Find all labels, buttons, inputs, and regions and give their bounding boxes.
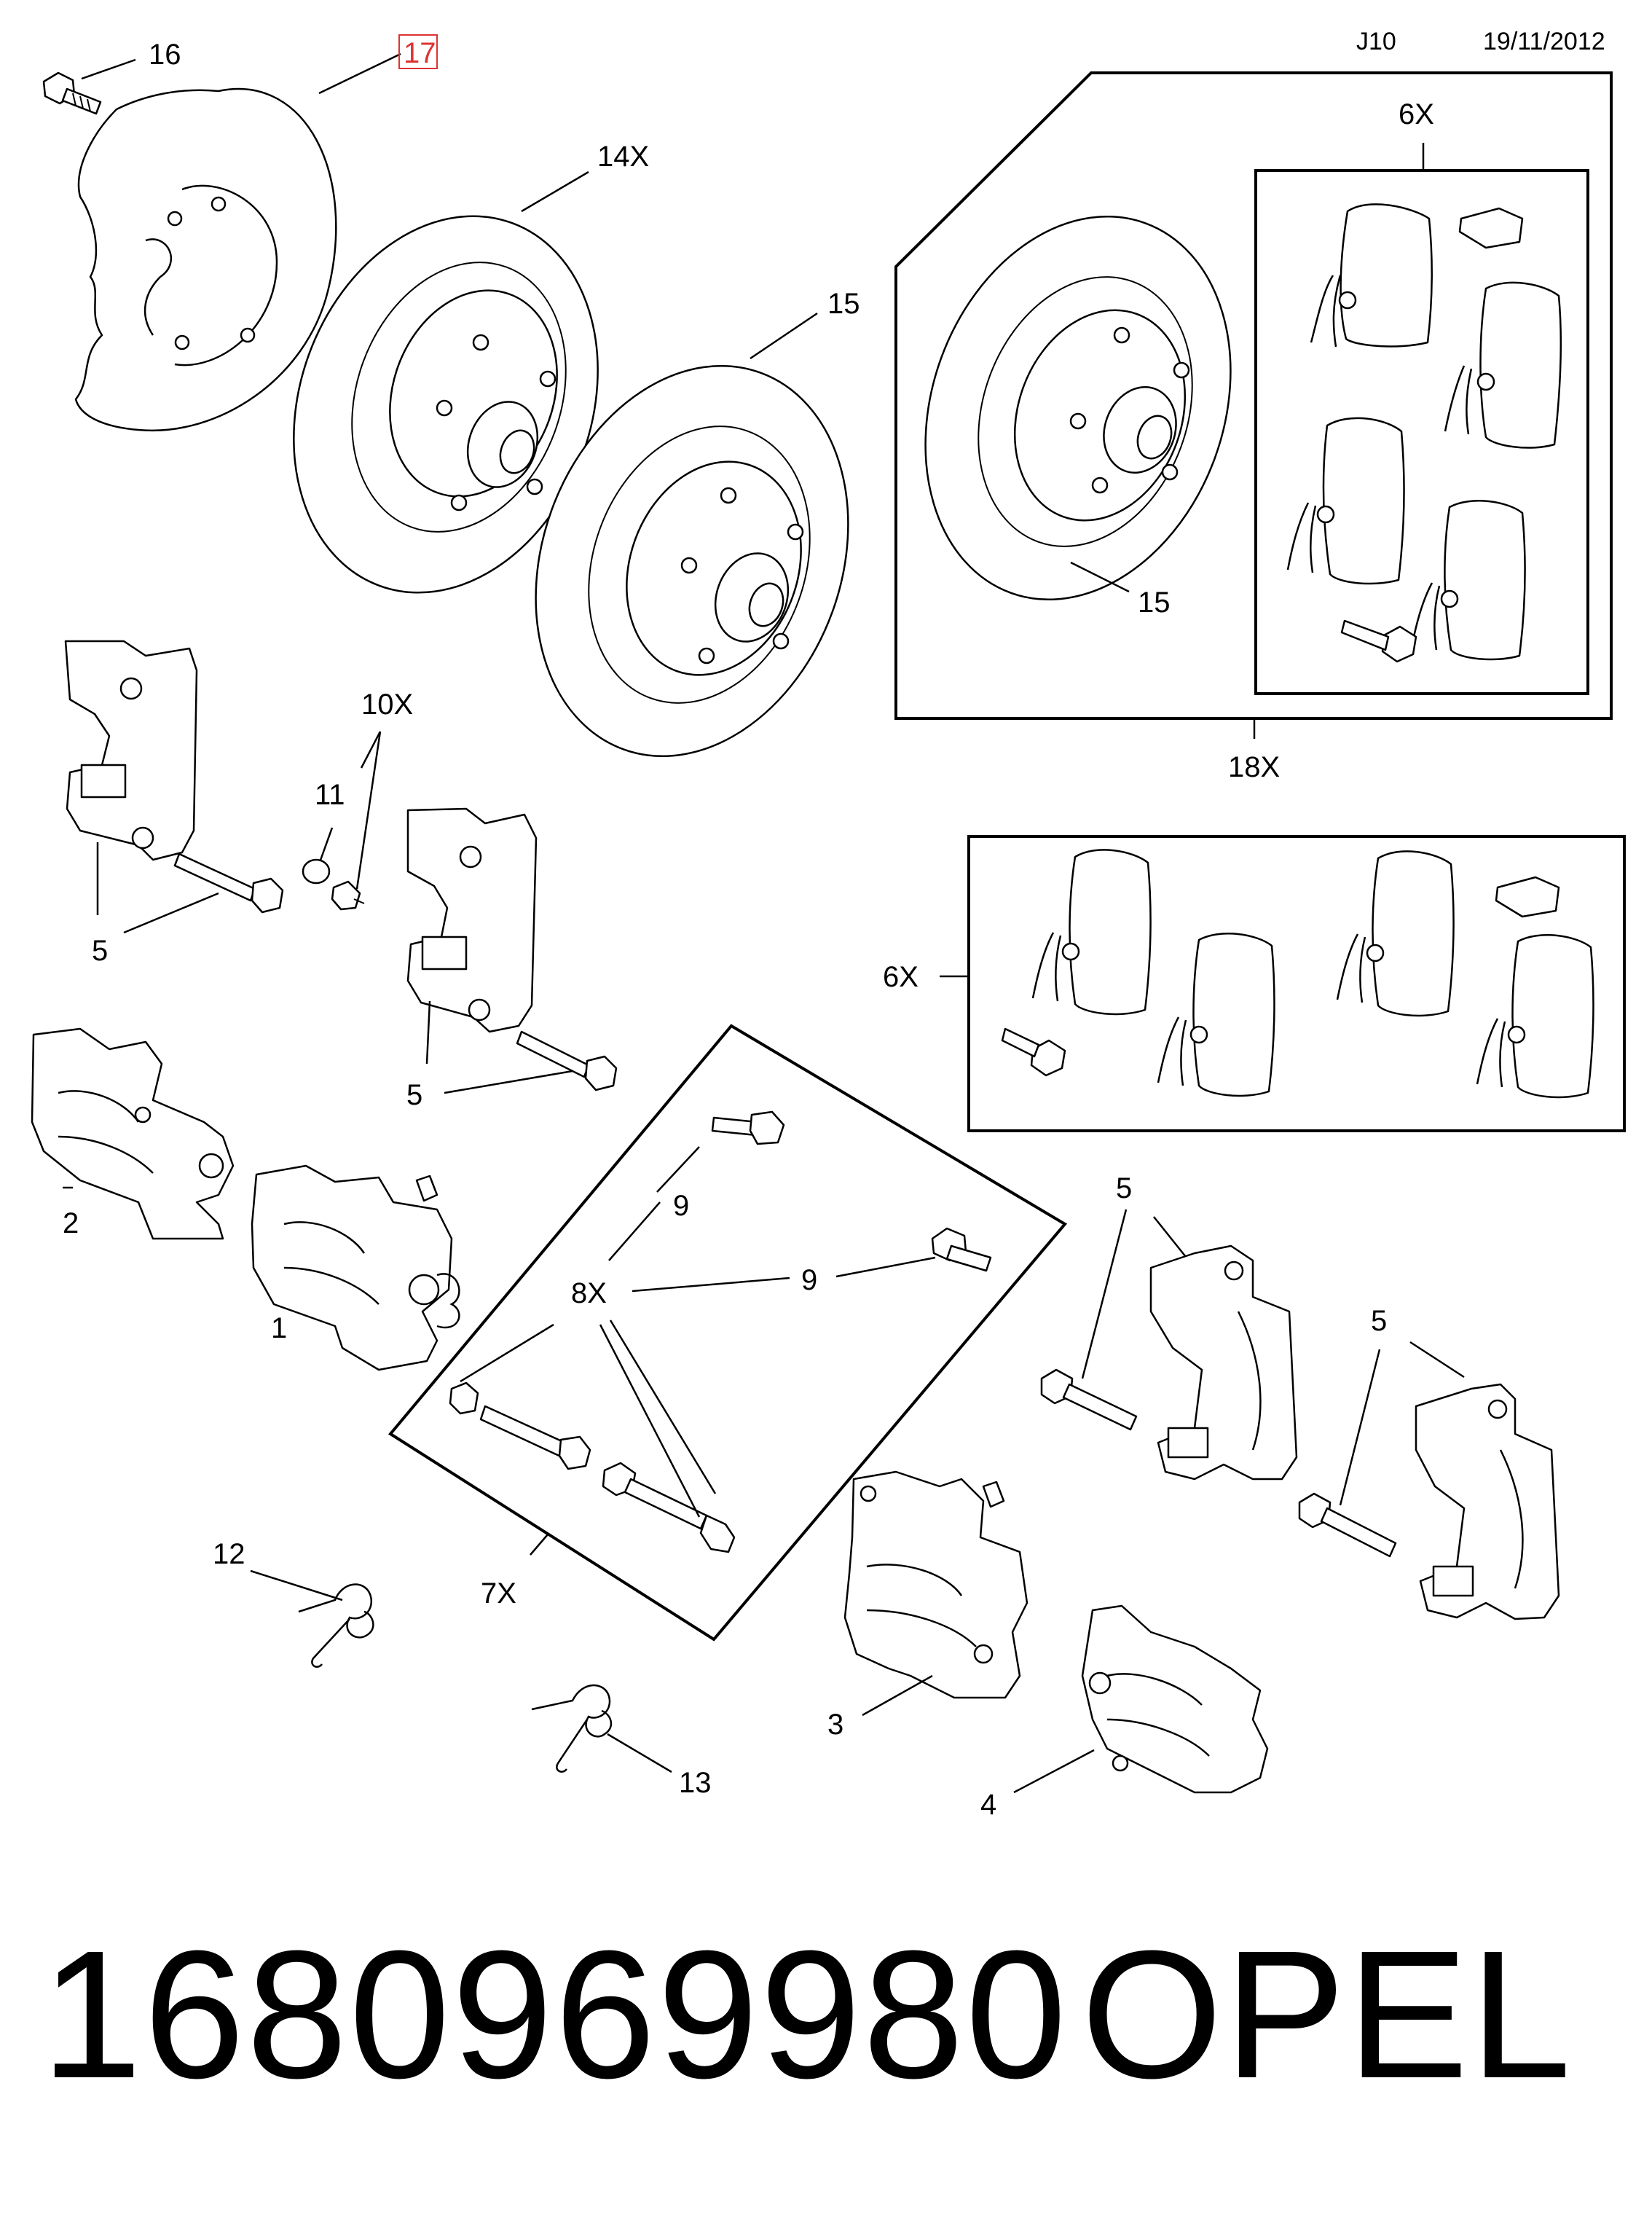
part-number: 1680969980 <box>41 1913 1069 2116</box>
label-5c: 5 <box>1116 1172 1132 1204</box>
label-5d: 5 <box>1371 1305 1387 1337</box>
label-15-kit: 15 <box>1138 587 1171 619</box>
label-5b: 5 <box>406 1079 422 1111</box>
bolt-5a-drawing <box>173 852 284 914</box>
label-3: 3 <box>827 1709 843 1741</box>
bracket-5a-drawing <box>64 640 198 861</box>
label-6x: 6X <box>883 961 919 993</box>
page-code: J10 <box>1356 28 1396 55</box>
label-8x: 8X <box>571 1277 607 1309</box>
label-15: 15 <box>827 288 860 320</box>
bolt-5b-drawing <box>516 1030 618 1091</box>
label-4: 4 <box>980 1789 996 1821</box>
pad-set-frame <box>967 835 1626 1132</box>
label-11: 11 <box>315 779 345 811</box>
label-18x: 18X <box>1228 751 1280 783</box>
label-9b: 9 <box>801 1264 817 1296</box>
bracket-5c-drawing <box>1149 1244 1298 1481</box>
label-1: 1 <box>271 1312 287 1344</box>
bolt-16-drawing <box>42 71 102 115</box>
caliper-2-drawing <box>31 1027 235 1240</box>
caliper-3-drawing <box>843 1470 1028 1699</box>
caliper-4-drawing <box>1081 1604 1269 1794</box>
label-17: 17 <box>404 37 436 69</box>
spring-13-drawing <box>531 1684 613 1773</box>
label-12: 12 <box>213 1538 245 1570</box>
kit-pads-frame <box>1254 169 1589 695</box>
label-6x-kit: 6X <box>1399 98 1434 130</box>
bolt-5c-drawing <box>1040 1368 1138 1431</box>
label-7x: 7X <box>481 1577 516 1609</box>
label-2: 2 <box>63 1207 79 1239</box>
label-10x: 10X <box>361 689 413 721</box>
pad-set-drawing <box>1001 849 1594 1099</box>
brand-name: OPEL <box>1081 1913 1573 2116</box>
revision-date: 19/11/2012 <box>1483 28 1605 55</box>
label-16: 16 <box>149 39 181 71</box>
kit-pads-drawing <box>1286 203 1562 663</box>
cap-11-drawing <box>302 858 365 911</box>
backing-plate-17-drawing <box>74 87 337 432</box>
bracket-5d-drawing <box>1415 1383 1560 1620</box>
label-13: 13 <box>679 1767 712 1799</box>
label-9a: 9 <box>673 1190 689 1222</box>
label-14x: 14X <box>597 141 649 173</box>
bracket-5b-drawing <box>406 807 538 1033</box>
spring-12-drawing <box>298 1583 374 1668</box>
kit-disc-15-drawing <box>924 215 1232 601</box>
repair-kit-7x-frame <box>388 1024 1068 1642</box>
bolt-5d-drawing <box>1298 1492 1397 1558</box>
highlight-box-17 <box>398 34 438 69</box>
label-5a: 5 <box>92 935 108 967</box>
caliper-1-drawing <box>251 1164 460 1371</box>
repair-kit-drawing <box>449 1110 992 1553</box>
brake-disc-15-drawing <box>535 364 849 758</box>
